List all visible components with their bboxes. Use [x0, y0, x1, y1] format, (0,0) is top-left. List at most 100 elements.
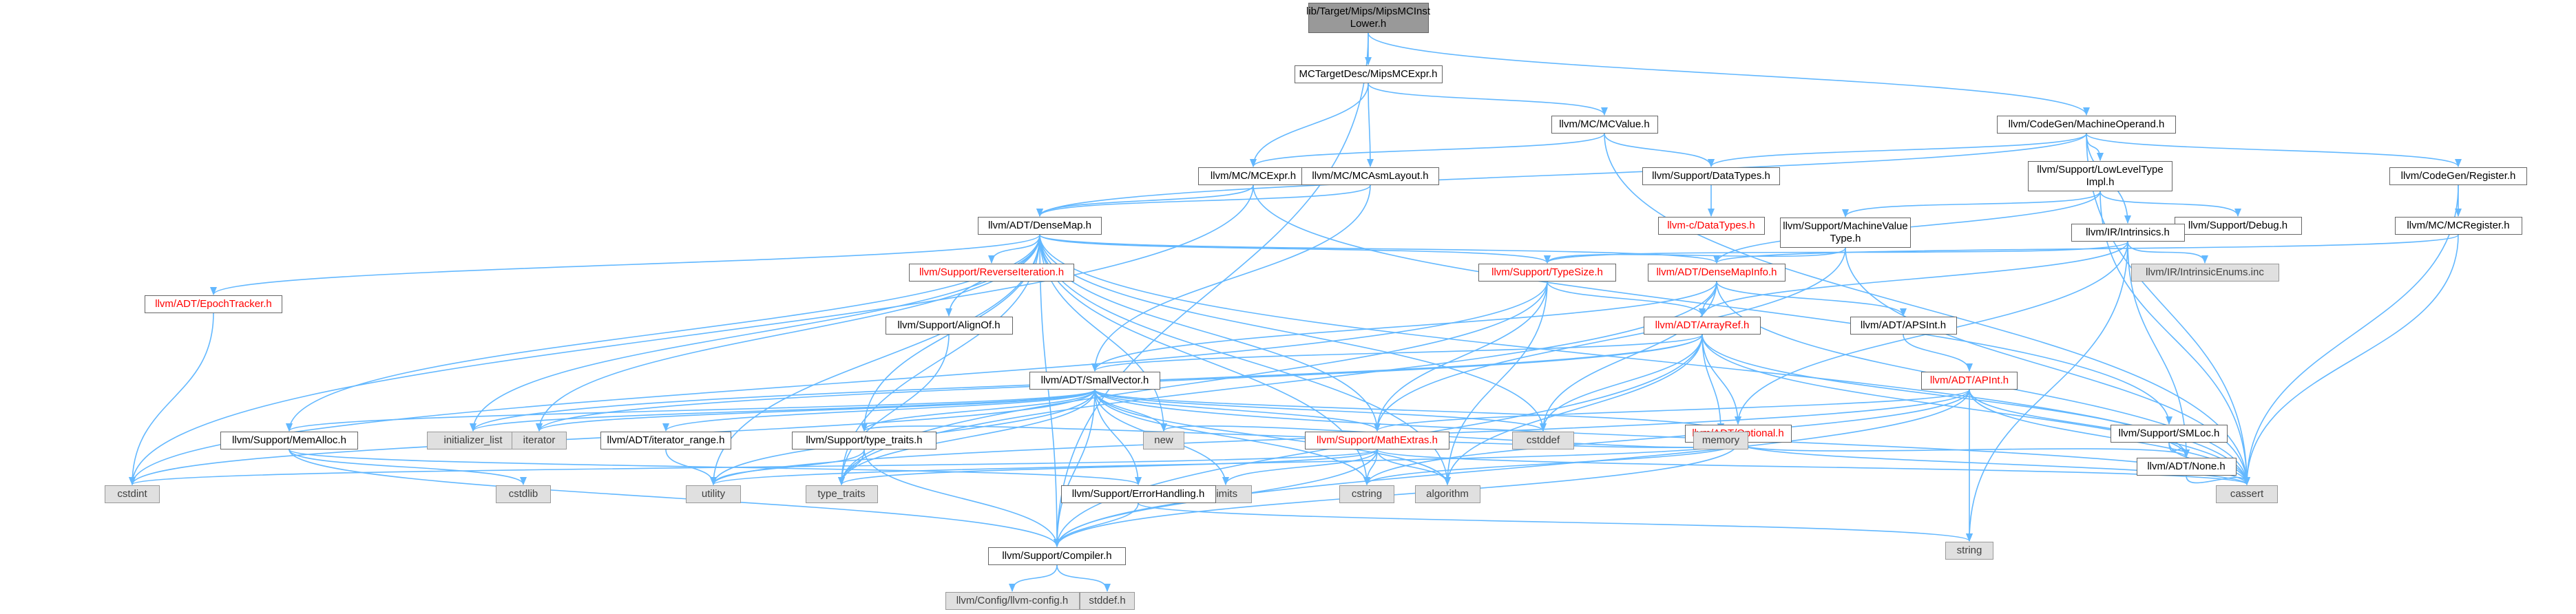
edge-memalloc-to-compiler — [289, 449, 1060, 547]
edge-arrayref-to-optional — [1701, 334, 1741, 425]
edge-mathextras-to-cassert — [1376, 449, 2250, 485]
node-errorhandling[interactable]: llvm/Support/ErrorHandling.h — [1060, 485, 1216, 503]
node-cstring: cstring — [1339, 485, 1394, 503]
node-mcasmlayout[interactable]: llvm/MC/MCAsmLayout.h — [1301, 167, 1439, 185]
edge-lowleveltype-to-debug — [2099, 191, 2241, 217]
edge-mathextras-to-cstring — [1363, 449, 1378, 485]
node-new: new — [1143, 432, 1184, 449]
node-none[interactable]: llvm/ADT/None.h — [2136, 458, 2237, 476]
node-stddef: stddef.h — [1080, 592, 1135, 610]
node-type_traits_h[interactable]: llvm/Support/type_traits.h — [792, 432, 936, 449]
node-memalloc[interactable]: llvm/Support/MemAlloc.h — [220, 432, 358, 449]
node-machineoperand[interactable]: llvm/CodeGen/MachineOperand.h — [1997, 116, 2176, 134]
edge-arrayref-to-memory — [1701, 334, 1724, 432]
edge-densemap-to-compiler — [1039, 234, 1060, 547]
edge-smallvector-to-cstddef — [1094, 389, 1547, 432]
node-cstdint: cstdint — [105, 485, 160, 503]
edge-densemap-to-typesize — [1039, 234, 1551, 264]
edge-machinevaluetype-to-typesize — [1544, 247, 1846, 264]
node-cstdlib: cstdlib — [496, 485, 551, 503]
node-datatypes[interactable]: llvm/Support/DataTypes.h — [1642, 167, 1780, 185]
node-initializer_list: initializer_list — [426, 432, 520, 449]
node-alignof[interactable]: llvm/Support/AlignOf.h — [885, 317, 1013, 335]
node-algorithm: algorithm — [1414, 485, 1480, 503]
edge-optional-to-compiler — [1054, 442, 1739, 547]
node-mcexpr[interactable]: llvm/MC/MCExpr.h — [1198, 167, 1308, 185]
edge-intrinsics-to-none — [2127, 241, 2190, 458]
edge-machinevaluetype-to-mathextras — [1374, 247, 1846, 432]
edge-arrayref-to-cstddef — [1540, 334, 1703, 432]
edge-optional-to-cassert — [1737, 442, 2250, 485]
edge-lowleveltype-to-machinevaluetype — [1842, 191, 2101, 218]
edge-smallvector-to-cstring — [1094, 389, 1370, 485]
edge-smallvector-to-errorhandling — [1094, 389, 1142, 485]
node-apsint[interactable]: llvm/ADT/APSInt.h — [1850, 317, 1957, 335]
node-utility: utility — [686, 485, 741, 503]
node-reverseiteration[interactable]: llvm/Support/ReverseIteration.h — [909, 264, 1074, 282]
edge-mcexpr-to-smloc — [1253, 184, 2172, 425]
edge-apsint-to-apint — [1903, 334, 1973, 372]
edge-compiler-to-stddef — [1056, 564, 1111, 592]
edge-mathextras-to-limits — [1222, 449, 1378, 485]
edge-lowleveltype-to-cassert — [2099, 191, 2250, 485]
edge-intrinsics-to-intrinsicenums — [2127, 241, 2208, 264]
edge-epochtracker-to-cstdint — [129, 313, 214, 485]
edge-mcasmlayout-to-densemap — [1036, 184, 1371, 217]
node-arrayref[interactable]: llvm/ADT/ArrayRef.h — [1644, 317, 1761, 335]
node-mipsmcexpr[interactable]: MCTargetDesc/MipsMCExpr.h — [1294, 65, 1443, 83]
node-cassert: cassert — [2216, 485, 2278, 503]
edge-none-to-cassert — [2186, 475, 2250, 485]
edge-smallvector-to-memalloc — [286, 389, 1096, 432]
edge-apint-to-none — [1969, 389, 2190, 458]
edge-typesize-to-mathextras — [1374, 281, 1548, 432]
edge-machineoperand-to-register — [2086, 133, 2462, 167]
node-smallvector[interactable]: llvm/ADT/SmallVector.h — [1029, 372, 1160, 390]
node-iterator: iterator — [512, 432, 567, 449]
node-debug[interactable]: llvm/Support/Debug.h — [2174, 217, 2302, 235]
edge-smallvector-to-type_traits — [838, 389, 1096, 485]
edge-mcregister-to-cassert — [2243, 234, 2459, 485]
node-mcvalue[interactable]: llvm/MC/MCValue.h — [1551, 116, 1658, 134]
node-iterator_range[interactable]: llvm/ADT/iterator_range.h — [600, 432, 731, 449]
node-smloc[interactable]: llvm/Support/SMLoc.h — [2111, 425, 2228, 443]
node-compiler[interactable]: llvm/Support/Compiler.h — [988, 547, 1126, 565]
node-intrinsics[interactable]: llvm/IR/Intrinsics.h — [2071, 224, 2185, 242]
node-machinevaluetype[interactable]: llvm/Support/MachineValue Type.h — [1780, 218, 1911, 248]
edge-densemap-to-utility — [710, 234, 1040, 485]
edge-errorhandling-to-string — [1138, 502, 1973, 542]
edge-mathextras-to-algorithm — [1376, 449, 1451, 485]
node-densemapinfo[interactable]: llvm/ADT/DenseMapInfo.h — [1648, 264, 1786, 282]
node-cstddef: cstddef — [1512, 432, 1574, 449]
edge-machineoperand-to-datatypes — [1708, 133, 2087, 167]
edge-densemapinfo-to-cstddef — [1540, 281, 1717, 432]
edge-type_traits_h-to-compiler — [863, 449, 1060, 547]
edge-arrayref-to-cassert — [1701, 334, 2250, 485]
edge-typesize-to-arrayref — [1547, 281, 1706, 317]
edge-machineoperand-to-densemap — [1036, 133, 2087, 217]
node-memory: memory — [1693, 432, 1748, 449]
edge-smallvector-to-algorithm — [1094, 389, 1451, 485]
edge-arrayref-to-algorithm — [1444, 334, 1703, 485]
node-lowleveltype[interactable]: llvm/Support/LowLevelType Impl.h — [2028, 161, 2172, 191]
node-apint[interactable]: llvm/ADT/APInt.h — [1921, 372, 2018, 390]
edge-arrayref-to-smallvector — [1091, 334, 1703, 372]
edge-intrinsics-to-arrayref — [1699, 241, 2128, 317]
node-typesize[interactable]: llvm/Support/TypeSize.h — [1478, 264, 1616, 282]
edge-densemapinfo-to-apsint — [1716, 281, 1907, 317]
edge-mipsmcexpr-to-mcexpr — [1250, 83, 1369, 167]
edge-register-to-cassert — [2243, 184, 2459, 485]
edge-smallvector-to-iterator_range — [662, 389, 1096, 432]
edge-mipsmcexpr-to-mcasmlayout — [1366, 83, 1374, 167]
node-cdatatypes[interactable]: llvm-c/DataTypes.h — [1657, 217, 1765, 235]
edge-compiler-to-llvmconfig — [1009, 564, 1058, 592]
node-register[interactable]: llvm/CodeGen/Register.h — [2389, 167, 2527, 185]
node-llvmconfig: llvm/Config/llvm-config.h — [945, 592, 1080, 610]
node-densemap[interactable]: llvm/ADT/DenseMap.h — [978, 217, 1102, 235]
node-mathextras[interactable]: llvm/Support/MathExtras.h — [1305, 432, 1449, 449]
edge-apint-to-mathextras — [1374, 389, 1970, 432]
edge-mathextras-to-type_traits — [838, 449, 1378, 485]
node-mcregister[interactable]: llvm/MC/MCRegister.h — [2394, 217, 2522, 235]
edge-mcexpr-to-cstdint — [129, 184, 1254, 485]
node-epochtracker[interactable]: llvm/ADT/EpochTracker.h — [145, 295, 282, 313]
